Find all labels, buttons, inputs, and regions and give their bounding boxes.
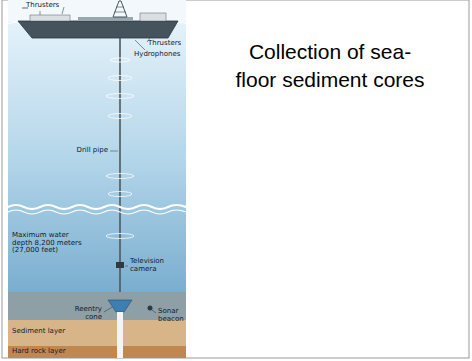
callout-label: Hydrophones: [134, 51, 184, 59]
slide-title: Collection of sea-floor sediment cores: [230, 38, 430, 94]
callout-label: Television camera: [130, 258, 170, 273]
callout-label: Reentry cone: [62, 306, 102, 321]
callout-label: Sonar beacon: [158, 308, 184, 323]
callout-label: Drill pipe: [60, 147, 108, 155]
callout-label: Sediment layer: [12, 328, 82, 336]
callout-label: Thrusters: [26, 2, 66, 10]
callout-label: Hard rock layer: [12, 348, 82, 356]
callout-label: Thrusters: [148, 40, 184, 48]
callout-label: Maximum water depth 8,200 meters (27,000…: [12, 232, 84, 255]
